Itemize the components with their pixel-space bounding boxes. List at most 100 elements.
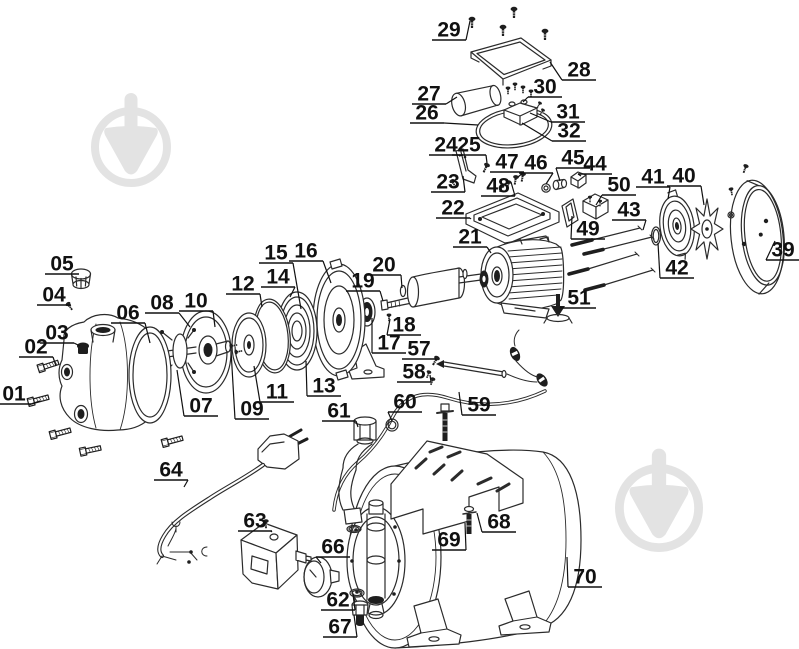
part-label-61: 61 [322, 400, 359, 428]
svg-text:57: 57 [407, 338, 430, 361]
svg-text:21: 21 [458, 226, 482, 249]
drain-oring [349, 588, 365, 598]
part-label-28: 28 [549, 59, 596, 82]
svg-text:47: 47 [495, 151, 518, 174]
part-label-02: 02 [19, 336, 57, 367]
part-label-62: 62 [321, 589, 356, 612]
part-label-60: 60 [387, 391, 422, 422]
part-label-40: 40 [667, 165, 705, 206]
svg-text:12: 12 [231, 273, 254, 296]
part-label-51: 51 [559, 287, 596, 310]
svg-text:02: 02 [24, 336, 47, 359]
saddle-bolt-short [462, 505, 477, 534]
connection-hose [338, 416, 377, 534]
svg-text:11: 11 [266, 381, 289, 404]
svg-text:40: 40 [672, 165, 695, 188]
part-label-20: 20 [367, 254, 403, 289]
svg-text:67: 67 [328, 616, 351, 639]
part-label-11: 11 [253, 365, 294, 404]
part-label-10: 10 [179, 290, 216, 328]
svg-text:51: 51 [567, 287, 591, 310]
part-label-27: 27 [412, 83, 458, 106]
svg-text:20: 20 [372, 254, 395, 277]
svg-text:49: 49 [576, 218, 599, 241]
pressure-gauge [303, 556, 340, 598]
part-label-14: 14 [261, 266, 296, 298]
part-label-09: 09 [230, 349, 269, 421]
svg-text:18: 18 [392, 314, 416, 337]
part-label-58: 58 [397, 361, 432, 384]
svg-text:06: 06 [116, 302, 139, 325]
svg-text:27: 27 [417, 83, 440, 106]
svg-text:43: 43 [617, 199, 640, 222]
saddle-bolt-long [436, 403, 454, 441]
part-label-39: 39 [765, 239, 799, 262]
part-label-25: 25 [452, 134, 488, 164]
tank-feet [406, 590, 552, 648]
terminal-block [503, 82, 546, 126]
svg-text:31: 31 [556, 101, 580, 124]
svg-text:46: 46 [524, 152, 547, 175]
part-label-63: 63 [238, 510, 273, 533]
pressure-switch [240, 518, 312, 590]
motor-end-cover [727, 162, 785, 295]
part-label-04: 04 [37, 284, 72, 307]
svg-text:66: 66 [321, 536, 344, 559]
part-label-21: 21 [453, 226, 492, 254]
svg-text:60: 60 [393, 391, 416, 414]
part-label-13: 13 [305, 360, 341, 398]
cover-plate [470, 37, 552, 86]
svg-text:25: 25 [457, 134, 481, 157]
part-label-18: 18 [386, 314, 421, 337]
part-label-43: 43 [612, 199, 647, 231]
switch-block [582, 193, 609, 220]
svg-text:16: 16 [294, 240, 317, 263]
svg-text:42: 42 [665, 257, 688, 280]
tie-bolts [567, 225, 656, 292]
svg-text:23: 23 [436, 171, 459, 194]
part-label-06: 06 [111, 302, 151, 344]
svg-text:04: 04 [42, 284, 66, 307]
part-label-46: 46 [519, 152, 554, 185]
rotor-shaft [380, 267, 489, 322]
part-label-47: 47 [490, 151, 525, 178]
svg-text:44: 44 [583, 153, 607, 176]
pump-bracket [312, 258, 385, 381]
part-label-08: 08 [145, 292, 191, 328]
svg-text:58: 58 [402, 361, 426, 384]
svg-text:15: 15 [264, 242, 288, 265]
svg-text:13: 13 [312, 375, 335, 398]
part-label-49: 49 [570, 215, 605, 241]
part-label-59: 59 [458, 391, 496, 417]
svg-text:64: 64 [159, 459, 183, 482]
svg-text:63: 63 [243, 510, 266, 533]
hose-oring [385, 418, 399, 432]
tank-saddle [390, 440, 524, 535]
part-label-23: 23 [431, 171, 466, 194]
part-label-16: 16 [289, 240, 332, 284]
part-label-29: 29 [432, 19, 471, 42]
svg-text:08: 08 [150, 292, 174, 315]
filler-cap [70, 268, 92, 290]
part-label-01: 01 [0, 383, 41, 406]
svg-text:07: 07 [189, 395, 212, 418]
part-label-48: 48 [481, 175, 516, 198]
part-label-03: 03 [40, 322, 81, 347]
vent-screw [64, 300, 75, 312]
svg-text:17: 17 [377, 332, 400, 355]
part-label-05: 05 [45, 253, 79, 276]
part-label-42: 42 [657, 242, 694, 280]
svg-text:62: 62 [326, 589, 349, 612]
svg-text:05: 05 [50, 253, 74, 276]
part-label-64: 64 [154, 459, 189, 488]
sensor-rod [424, 329, 548, 387]
svg-text:09: 09 [240, 398, 263, 421]
power-cord [156, 428, 309, 565]
part-label-44: 44 [577, 153, 612, 177]
pump-housing [58, 313, 172, 432]
part-label-70: 70 [566, 556, 602, 589]
svg-text:41: 41 [641, 166, 665, 189]
part-label-17: 17 [371, 318, 406, 355]
